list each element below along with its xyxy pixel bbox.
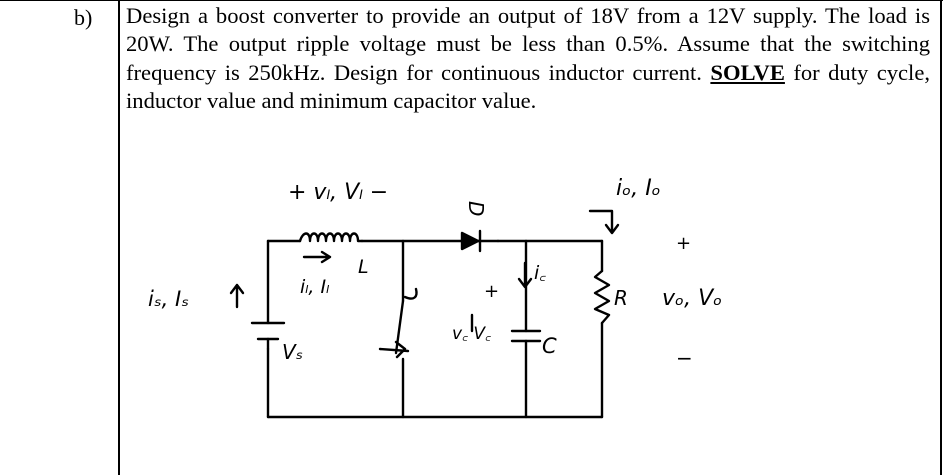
label-diode: D [464, 201, 488, 216]
left-rule [118, 1, 120, 475]
label-capacitor-name: C [542, 334, 557, 358]
right-rule [940, 1, 942, 475]
label-capacitor-plus: + [484, 281, 499, 302]
diode-triangle [460, 231, 480, 251]
switch-gate-arrow [378, 340, 410, 359]
question-emphasis: SOLVE [710, 59, 785, 85]
question-text: Design a boost converter to provide an o… [126, 2, 930, 116]
question-part-label: b) [74, 5, 93, 30]
source-current-arrow [229, 283, 245, 309]
switch-curve [403, 287, 418, 300]
inductor-current-arrow [302, 250, 332, 264]
label-output-voltage: vₒ, Vₒ [662, 286, 722, 311]
label-capacitor-voltage: v꜀ V꜀ [452, 324, 491, 344]
label-inductor-voltage: + vₗ, Vₗ − [288, 180, 388, 205]
output-current-arrow [588, 209, 620, 235]
capacitor-current-arrow [517, 261, 533, 289]
label-output-plus: + [676, 233, 691, 254]
label-output-minus: − [676, 346, 693, 370]
load-resistor [593, 269, 611, 325]
label-capacitor-current: i꜀ [534, 262, 546, 284]
label-inductor-current: iₗ, Iₗ [300, 276, 329, 298]
question-text-before: Design a boost converter to provide an o… [126, 3, 930, 85]
inductor-coil [298, 232, 364, 243]
label-inductor-name: L [358, 256, 369, 278]
label-source-voltage: Vₛ [282, 340, 303, 364]
label-load: R [614, 286, 628, 310]
label-output-current: iₒ, Iₒ [616, 176, 661, 201]
label-source-current: iₛ, Iₛ [148, 287, 189, 311]
question-text-after: for duty cycle, inductor value and minim… [126, 59, 931, 114]
